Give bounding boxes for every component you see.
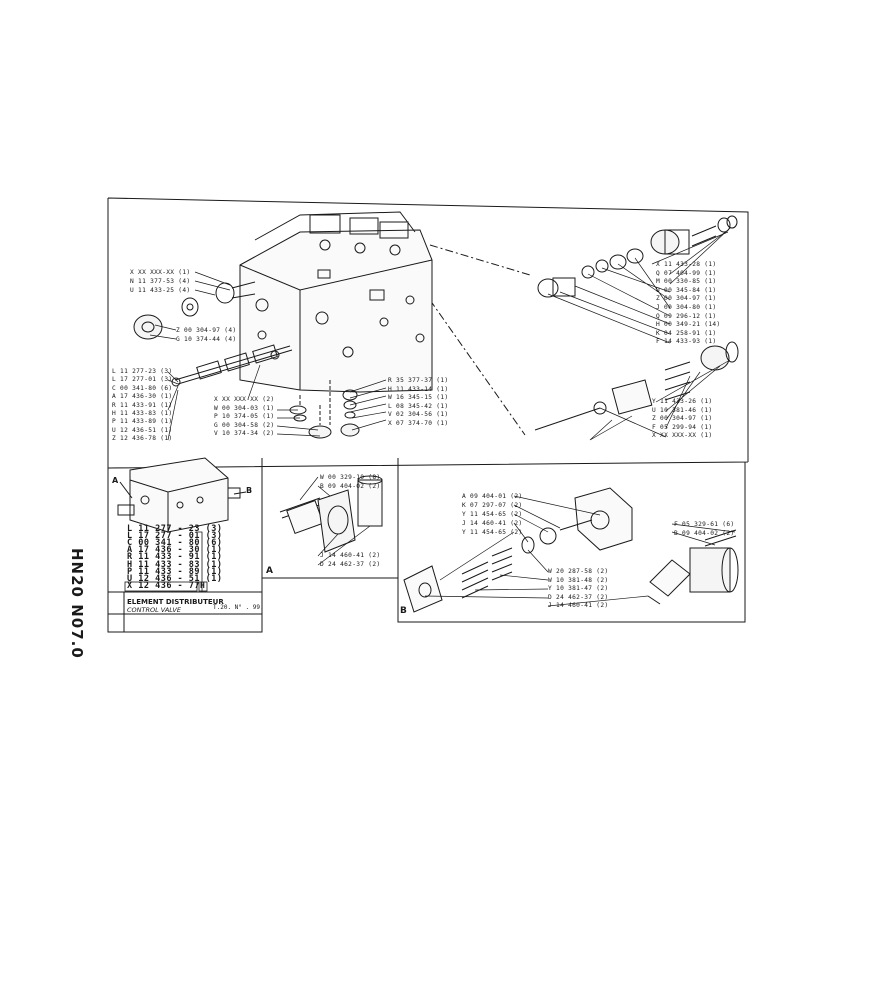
part-label: U 00 345-84 (1): [656, 286, 717, 294]
part-label: X XX XXX-XX (1): [130, 269, 191, 276]
part-label: U 12 436-51 (1): [112, 426, 173, 434]
overview-extra-label: H: [200, 581, 206, 590]
part-label: J 00 304-80 (1): [656, 304, 717, 311]
part-label: X XX XXX-XX (1): [652, 432, 713, 440]
part-label: X 11 433-28 (1): [656, 261, 717, 268]
part-label: F 05 329-61 (6): [674, 521, 735, 528]
part-label: U 11 433-25 (4): [130, 286, 191, 294]
section-a-label: A: [266, 566, 273, 576]
part-label: Q 07 404-99 (1): [656, 269, 717, 277]
part-label: W 16 345-15 (1): [388, 394, 449, 402]
part-label: Y 11 454-65 (2): [462, 511, 523, 518]
part-label: Z 00 304-97 (4): [176, 327, 237, 334]
part-label: G 00 304-58 (2): [214, 421, 275, 429]
part-label: X XX XXX-XX (2): [214, 396, 275, 403]
overview-part-label: R 11 433 - 91 (1): [127, 552, 223, 563]
part-label: D 24 462-37 (2): [548, 593, 609, 601]
part-label: C 00 341-80 (6): [112, 384, 173, 392]
panel-b-parts: [403, 487, 739, 613]
part-label: H 11 433-14 (1): [388, 385, 449, 393]
overview-callout-a: A: [112, 476, 119, 485]
part-label: B 09 404-02 (2): [320, 483, 381, 490]
part-label: G 10 374-44 (4): [176, 335, 237, 343]
part-label: N 11 377-53 (4): [130, 277, 191, 285]
overview-part-label: P 11 433 - 89 (1): [127, 566, 223, 577]
part-label: L 08 345-42 (1): [388, 402, 449, 410]
overview-valve: [117, 457, 247, 533]
right-lower-parts: [534, 341, 739, 431]
part-label: Q 09 296-12 (1): [656, 312, 717, 320]
overview-part-label: U 12 436 - 51 (1): [127, 573, 223, 584]
part-label: W 20 287-58 (2): [548, 568, 609, 575]
part-label: J 14 460-41 (2): [320, 552, 381, 559]
part-label: F 14 433-93 (1): [656, 338, 717, 346]
part-label: K 07 297-07 (2): [462, 502, 523, 509]
part-label: H 00 349-21 (14): [656, 321, 721, 329]
page-number: T.20. N° . 99.: [213, 604, 264, 611]
part-label: Y 11 433-26 (1): [652, 398, 713, 405]
part-label: U 10 381-46 (1): [652, 406, 713, 414]
part-label: L 11 277-23 (3): [112, 368, 173, 375]
part-label: X 07 374-70 (1): [388, 420, 449, 427]
part-label: V 02 304-56 (1): [388, 411, 449, 419]
part-label: A 17 436-30 (1): [112, 393, 173, 401]
overview-part-label: L 17 277 - 01 (3): [127, 531, 223, 542]
part-label: Y 10 381-47 (2): [548, 585, 609, 593]
part-label: Z 12 436-78 (1): [112, 435, 173, 443]
part-label: Y 11 454-65 (2): [462, 529, 523, 536]
overview-part-label: C 00 341 - 80 (6): [127, 538, 223, 549]
title-french: ELEMENT DISTRIBUTEUR: [127, 598, 224, 606]
part-label: W 00 304-03 (1): [214, 404, 275, 412]
leader-lines: [149, 227, 736, 607]
part-label: B 09 404-02 (2): [674, 529, 735, 537]
part-label: V 10 374-34 (2): [214, 430, 275, 438]
overview-callout-b: B: [246, 486, 253, 495]
part-label: L 17 277-01 (3): [112, 376, 173, 384]
overview-part-label: L 11 277 - 23 (3): [127, 524, 223, 534]
part-label: A 09 404-01 (2): [462, 493, 523, 500]
right-upper-parts: [537, 215, 738, 298]
part-label: H 11 433-83 (1): [112, 410, 173, 417]
overview-part-label: H 11 433 - 83 (1): [127, 559, 223, 570]
part-label: M 00 330-85 (1): [656, 278, 717, 286]
part-label: W 10 381-48 (2): [548, 576, 609, 584]
panel-b-frame: [397, 462, 746, 623]
spool: [171, 344, 293, 387]
document-code: HN20 N07.0: [68, 548, 86, 659]
part-label: Z 00 304-97 (1): [656, 295, 717, 303]
part-label: J 14 460-41 (2): [548, 602, 609, 610]
part-label: P 10 374-05 (1): [214, 413, 275, 421]
bottom-center-parts: [289, 380, 360, 439]
part-label: P 11 433-89 (1): [112, 418, 173, 426]
valve-block: [239, 211, 433, 393]
section-b-label: B: [400, 606, 407, 616]
part-label: R 11 433-91 (1): [112, 401, 173, 409]
part-label: K 04 258-91 (1): [656, 329, 717, 337]
part-label: R 35 377-37 (1): [388, 377, 449, 384]
part-label: J 14 460-41 (2): [462, 520, 523, 527]
title-block-lines: [108, 591, 262, 632]
part-label: W 00 329-10 (8): [320, 474, 381, 481]
part-label: F 05 299-94 (1): [652, 423, 713, 431]
part-label: D 24 462-37 (2): [320, 561, 381, 568]
title-english: CONTROL VALVE: [127, 606, 181, 614]
overview-part-label: A 17 436 - 30 (1): [127, 545, 223, 556]
overview-part-label: X 12 436 - 77: [127, 580, 201, 591]
panel-a-parts: [279, 475, 383, 553]
part-label: Z 00 304-97 (1): [652, 415, 713, 423]
